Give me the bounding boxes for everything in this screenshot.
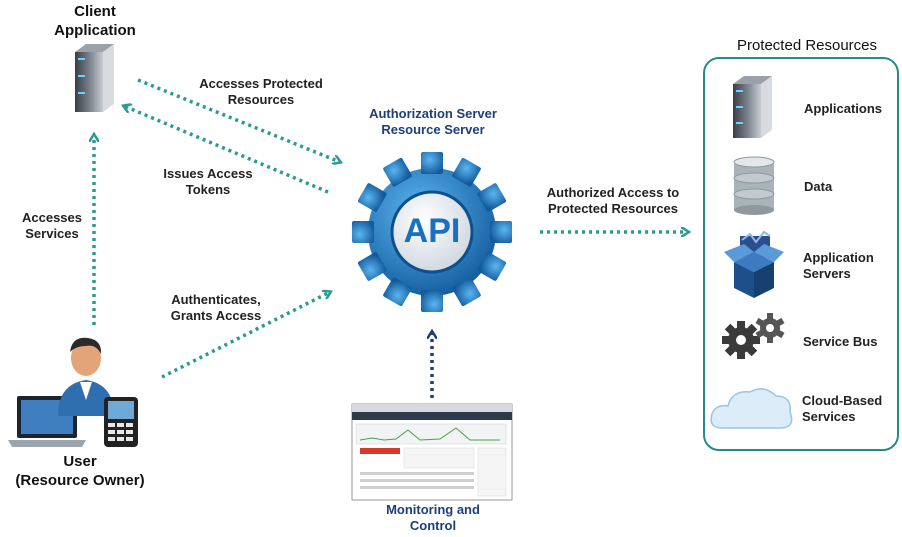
client-server-icon	[75, 44, 114, 112]
protected-resources-panel	[703, 57, 899, 451]
resource-label-service-bus: Service Bus	[803, 334, 878, 349]
edge-issues-tokens	[124, 106, 329, 194]
api-label: API	[403, 212, 461, 250]
phone-icon	[104, 397, 138, 447]
edge-label-authenticates: Authenticates,Grants Access	[170, 292, 262, 323]
person-icon	[58, 337, 114, 416]
resource-label-data: Data	[804, 179, 833, 194]
edge-authenticates	[161, 292, 330, 379]
database-icon	[733, 156, 775, 215]
api-gear-icon	[352, 152, 512, 312]
monitoring-screen-icon	[351, 403, 513, 501]
edge-accesses-protected	[137, 78, 340, 162]
server-icon	[733, 76, 772, 138]
box-icon	[724, 230, 784, 298]
cloud-icon	[710, 388, 793, 429]
resources-title: Protected Resources	[736, 37, 878, 54]
user-title: User(Resource Owner)	[15, 453, 145, 489]
resource-label-applications: Applications	[804, 101, 883, 116]
